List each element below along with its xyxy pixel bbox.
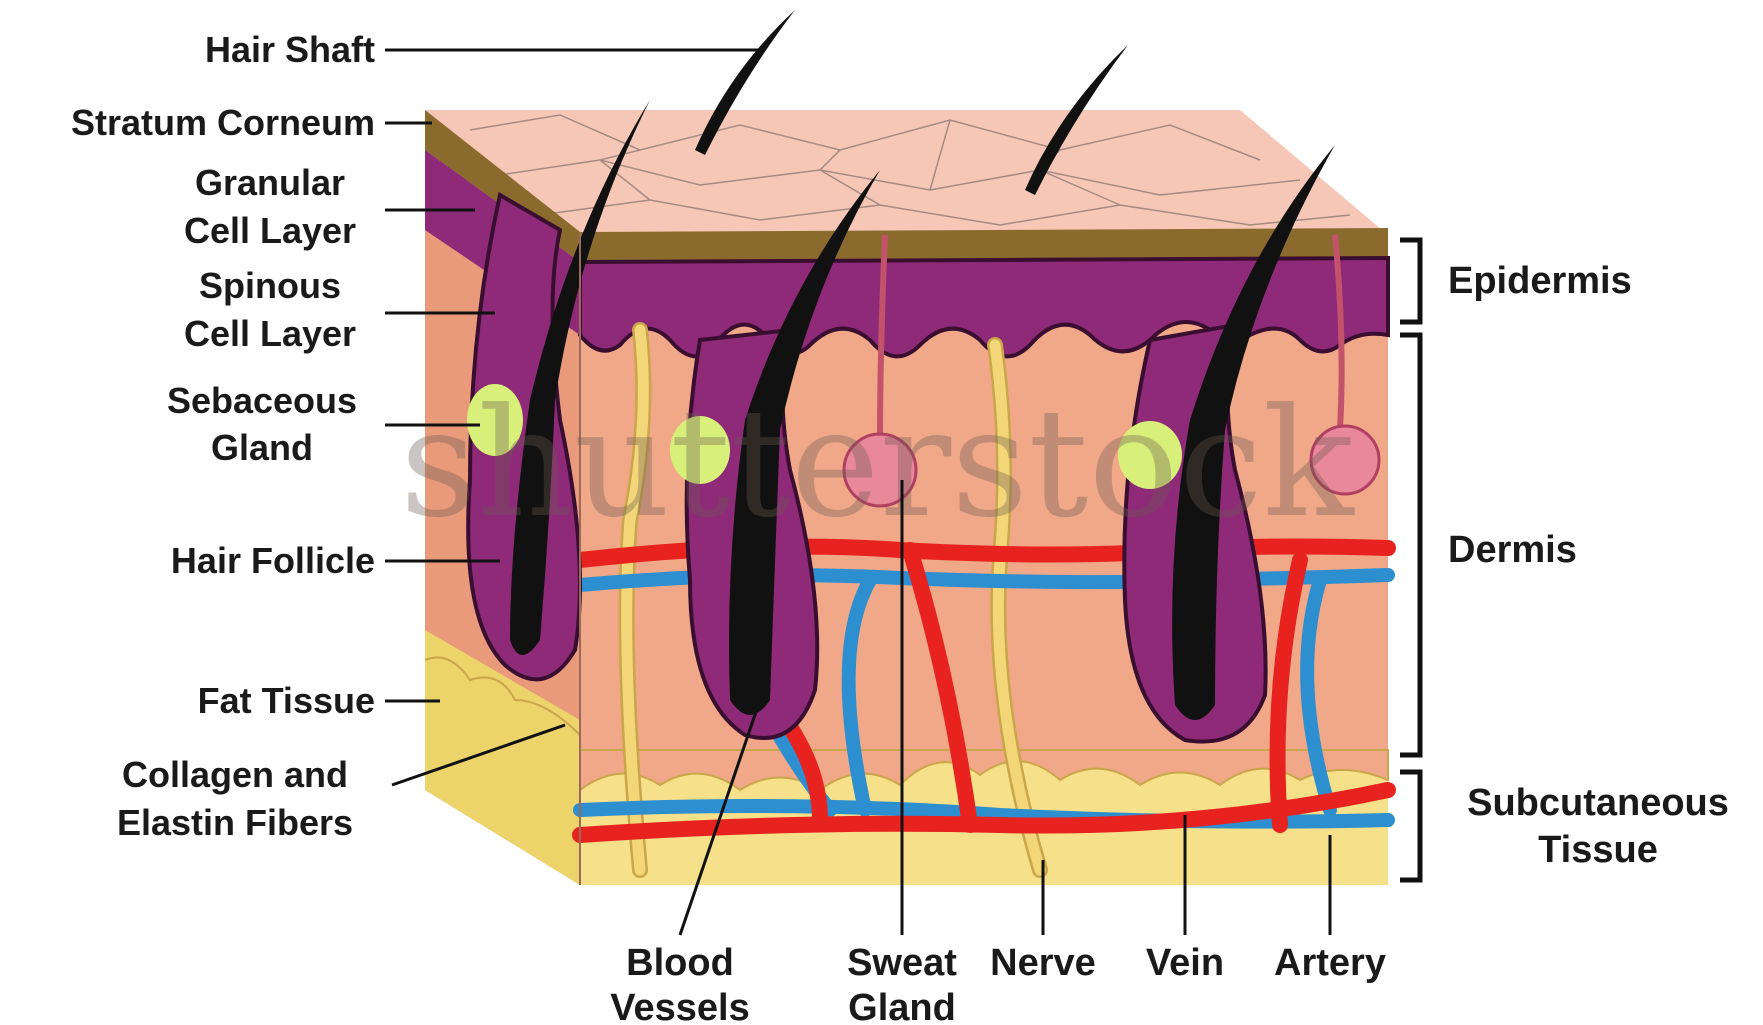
label-spinous-line2: Cell Layer	[184, 313, 356, 354]
bracket-epidermis	[1400, 240, 1420, 322]
label-hair-follicle: Hair Follicle	[171, 540, 375, 581]
label-sweat-gland-line1: Sweat	[847, 942, 957, 984]
label-stratum-corneum: Stratum Corneum	[71, 102, 375, 143]
label-fat-tissue: Fat Tissue	[198, 680, 375, 721]
label-blood-vessels-line1: Blood	[626, 942, 734, 984]
label-vein: Vein	[1146, 942, 1224, 984]
label-nerve: Nerve	[990, 942, 1096, 984]
label-spinous-line1: Spinous	[199, 265, 341, 306]
label-artery: Artery	[1274, 942, 1386, 984]
label-epidermis: Epidermis	[1448, 260, 1632, 302]
bracket-subcutaneous	[1400, 772, 1420, 880]
label-sweat-gland-line2: Gland	[848, 987, 956, 1025]
label-granular-line1: Granular	[195, 162, 345, 203]
label-collagen-line2: Elastin Fibers	[117, 802, 353, 843]
bracket-dermis	[1400, 335, 1420, 755]
label-subcutaneous-line2: Tissue	[1538, 829, 1658, 871]
label-sebaceous-line2: Gland	[211, 427, 313, 468]
label-hair-shaft: Hair Shaft	[205, 29, 375, 70]
label-granular-line2: Cell Layer	[184, 210, 356, 251]
skin-surface	[425, 110, 1388, 240]
label-sebaceous-line1: Sebaceous	[167, 380, 357, 421]
watermark: shutterstock	[400, 377, 1355, 551]
label-blood-vessels-line2: Vessels	[610, 987, 749, 1025]
label-dermis: Dermis	[1448, 529, 1577, 571]
right-labels: Epidermis Dermis Subcutaneous Tissue	[1400, 240, 1729, 880]
label-subcutaneous-line1: Subcutaneous	[1467, 782, 1729, 824]
label-collagen-line1: Collagen and	[122, 754, 348, 795]
